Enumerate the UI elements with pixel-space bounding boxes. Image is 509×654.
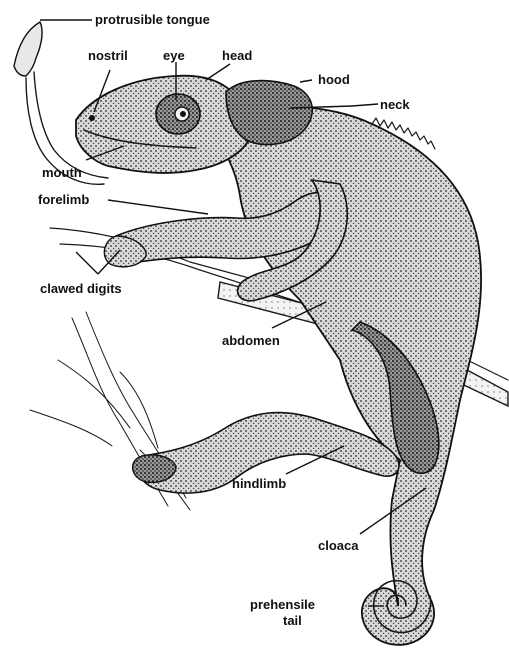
label-head: head [222, 48, 252, 63]
eye-turret [156, 94, 200, 134]
label-cloaca: cloaca [318, 538, 359, 553]
label-forelimb: forelimb [38, 192, 89, 207]
label-nostril: nostril [88, 48, 128, 63]
hood [226, 81, 312, 145]
label-prehensile: prehensile [250, 597, 315, 612]
label-abdomen: abdomen [222, 333, 280, 348]
label-neck: neck [380, 97, 410, 112]
label-mouth: mouth [42, 165, 82, 180]
label-hood: hood [318, 72, 350, 87]
rear-foot [133, 455, 176, 482]
label-clawed-digits: clawed digits [40, 281, 122, 296]
nostril-mark [89, 115, 95, 121]
label-tail: tail [283, 613, 302, 628]
label-protrusible-tongue: protrusible tongue [95, 12, 210, 27]
label-eye: eye [163, 48, 185, 63]
body [210, 107, 481, 645]
label-hindlimb: hindlimb [232, 476, 286, 491]
